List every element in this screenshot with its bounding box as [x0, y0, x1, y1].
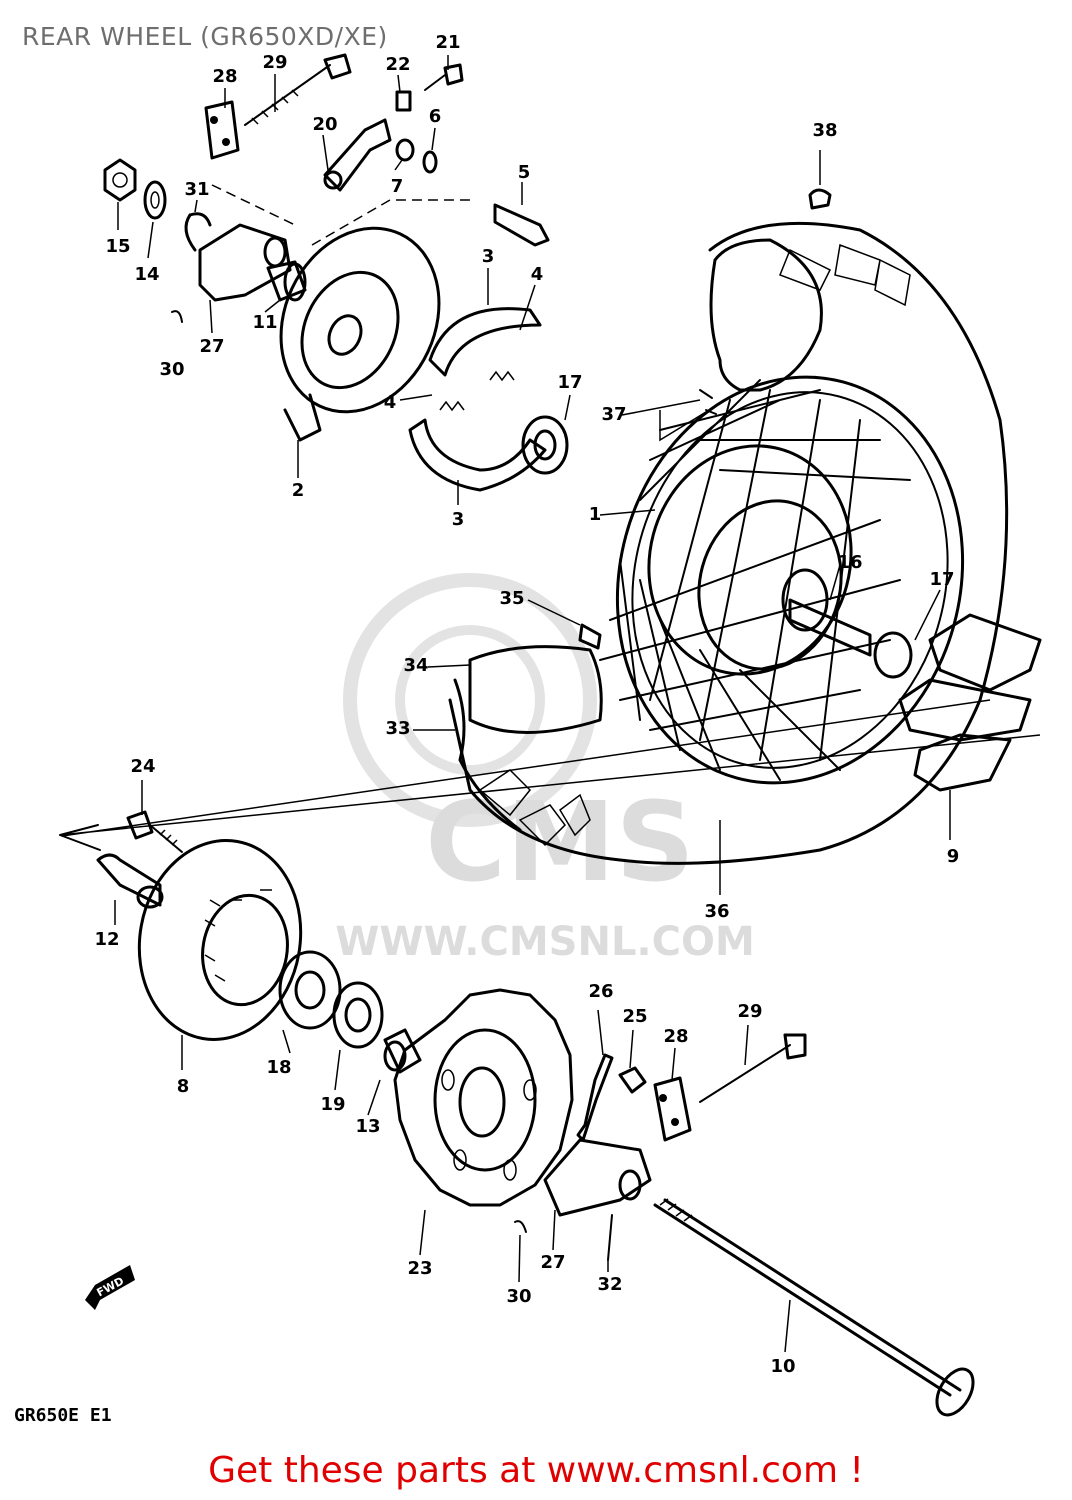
watermark-logo: CMS — [425, 778, 694, 906]
part-label: 18 — [266, 1057, 291, 1078]
part-label: 25 — [622, 1006, 647, 1027]
part-label: 15 — [105, 236, 130, 257]
brake-cam — [493, 203, 550, 247]
adjuster-bolt — [244, 64, 331, 126]
chain-adjuster-lower — [543, 1138, 652, 1217]
watermark-url: WWW.CMSNL.COM — [335, 919, 755, 965]
brake-panel — [279, 226, 441, 414]
part-label: 8 — [177, 1076, 190, 1097]
part-label: 10 — [770, 1356, 795, 1377]
rear-wheel-assembly — [448, 188, 1042, 865]
part-label: 28 — [663, 1026, 688, 1047]
axle-nut — [103, 158, 137, 202]
tube — [468, 645, 603, 734]
part-label: 5 — [518, 162, 531, 183]
part-label: 29 — [737, 1001, 762, 1022]
brake-cam-lever — [323, 118, 392, 192]
part-label: 23 — [407, 1258, 432, 1279]
part-label: 1 — [589, 504, 602, 525]
sprocket-collar — [96, 853, 162, 907]
part-label: 17 — [929, 569, 954, 590]
wheel-bearing-right — [873, 631, 913, 679]
part-label: 26 — [588, 981, 613, 1002]
part-label: 7 — [391, 176, 404, 197]
part-label: 16 — [837, 552, 862, 573]
oil-seal — [332, 981, 384, 1049]
part-label: 36 — [704, 901, 729, 922]
chain-adjuster — [198, 223, 292, 302]
rim-band — [453, 678, 522, 832]
hub-axle-sleeve — [788, 598, 872, 657]
cush-dampers — [898, 613, 1042, 792]
part-label: 3 — [452, 509, 465, 530]
part-label: 24 — [130, 756, 155, 777]
part-label: 2 — [292, 480, 305, 501]
part-label: 27 — [540, 1252, 565, 1273]
part-label: 9 — [947, 846, 960, 867]
shop-link-text[interactable]: Get these parts at www.cmsnl.com ! — [208, 1450, 864, 1491]
adjuster-plate — [204, 100, 240, 160]
page-title: REAR WHEEL (GR650XD/XE) — [22, 22, 388, 51]
rear-axle — [653, 1198, 962, 1397]
part-labels: 21 28 29 22 20 6 7 15 14 31 11 27 30 2 5… — [94, 32, 959, 1377]
sprocket-assembly — [96, 810, 975, 1417]
part-label: 35 — [499, 588, 524, 609]
part-label: 37 — [601, 404, 626, 425]
model-code: GR650E E1 — [14, 1405, 112, 1426]
carrier-spacer — [383, 1028, 422, 1074]
part-label: 11 — [252, 312, 277, 333]
rear-sprocket — [393, 988, 574, 1207]
leader-lines — [114, 55, 951, 1353]
brake-shoe-upper — [428, 307, 542, 377]
part-label: 14 — [134, 264, 159, 285]
part-label: 3 — [482, 246, 495, 267]
part-label: 4 — [384, 392, 397, 413]
part-label: 30 — [159, 359, 184, 380]
carrier-bearing — [278, 950, 342, 1030]
cmsnl-watermark: CMS WWW.CMSNL.COM — [335, 573, 755, 965]
part-label: 4 — [531, 264, 544, 285]
part-label: 22 — [385, 54, 410, 75]
part-label: 28 — [212, 66, 237, 87]
part-label: 19 — [320, 1094, 345, 1115]
part-label: 21 — [435, 32, 460, 53]
part-label: 33 — [385, 718, 410, 739]
part-label: 13 — [355, 1116, 380, 1137]
part-label: 38 — [812, 120, 837, 141]
part-label: 31 — [184, 179, 209, 200]
brake-panel-assembly — [103, 53, 569, 492]
tire — [448, 221, 1009, 865]
part-label: 20 — [312, 114, 337, 135]
washer — [143, 180, 167, 220]
part-label: 30 — [506, 1286, 531, 1307]
wheel-hub — [647, 444, 853, 676]
wheel-bearing-left — [521, 415, 569, 475]
brake-shoe-lower — [408, 418, 547, 492]
part-label: 34 — [403, 655, 428, 676]
adjuster-plate-lower — [653, 1076, 692, 1142]
fwd-arrow: FWD — [85, 1265, 135, 1310]
part-label: 29 — [262, 52, 287, 73]
spokes — [599, 379, 911, 781]
part-label: 32 — [597, 1274, 622, 1295]
part-label: 17 — [557, 372, 582, 393]
part-label: 27 — [199, 336, 224, 357]
part-label: 12 — [94, 929, 119, 950]
part-label: 6 — [429, 106, 442, 127]
lever-bolt — [395, 90, 412, 112]
sprocket-bolt — [126, 810, 154, 840]
